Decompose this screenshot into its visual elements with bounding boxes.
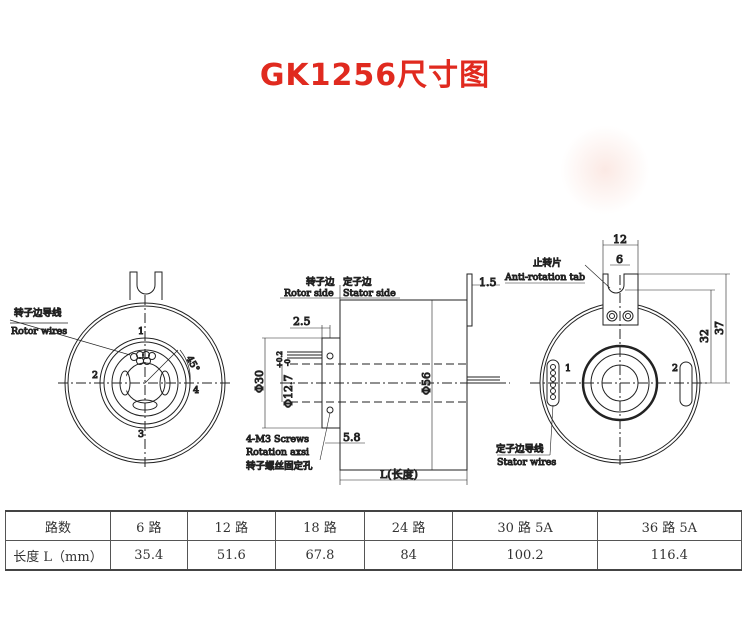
- table-cell: 18 路: [275, 510, 365, 541]
- stator-side-cn-label: 定子边: [343, 276, 372, 288]
- position-label: 1: [138, 326, 144, 337]
- table-cell: 12 路: [186, 510, 277, 541]
- table-cell: 路数: [5, 510, 111, 541]
- dim-6: 6: [616, 253, 623, 266]
- dim-37: 37: [713, 321, 726, 335]
- length-spec-table: 路数 6 路 12 路 18 路 24 路 30 路 5A 36 路 5A 长度…: [5, 510, 743, 571]
- table-cell: 51.6: [186, 540, 277, 571]
- mounting-slot: [679, 361, 693, 407]
- dim-d30: Φ30: [253, 370, 266, 393]
- table-cell: 100.2: [452, 540, 598, 571]
- decorative-glow: [560, 125, 650, 215]
- tolerance-minus: -0: [284, 359, 292, 366]
- rotor-wires-cn-label: 转子边导线: [14, 307, 62, 319]
- dim-d12-7: Φ12.7: [282, 374, 295, 408]
- side-view: 转子边 定子边 Rotor side Stator side 2.5 1.5 Φ…: [246, 273, 510, 485]
- screws-axis-label: Rotation axsi: [246, 447, 309, 458]
- dim-2-5: 2.5: [293, 315, 311, 328]
- table-cell: 36 路 5A: [596, 510, 743, 541]
- dimension-drawing: 转子边导线 Rotor wires 45° 1 2 3 4 转子边: [9, 233, 730, 485]
- table-cell: 84: [363, 540, 454, 571]
- dim-1-5: 1.5: [479, 276, 497, 289]
- rotor-side-en-label: Rotor side: [284, 288, 334, 299]
- rotor-side-wires: [287, 351, 322, 359]
- stator-wires-en-label: Stator wires: [497, 457, 556, 468]
- rotor-side-cn-label: 转子边: [306, 276, 335, 288]
- tab-cn-label: 止转片: [533, 257, 562, 269]
- table-cell: 35.4: [110, 540, 188, 571]
- page-title: GK1256尺寸图: [259, 58, 491, 93]
- table-cell: 67.8: [275, 540, 365, 571]
- anti-rotation-tab-side: [466, 273, 473, 327]
- stator-wires-cn-label: 定子边导线: [496, 443, 544, 455]
- table-cell: 长度 L（mm）: [5, 540, 111, 571]
- table-cell: 116.4: [596, 540, 743, 571]
- dim-length: L(长度): [380, 467, 418, 481]
- table-row: 长度 L（mm） 35.4 51.6 67.8 84 100.2 116.4: [5, 540, 743, 571]
- table-cell: 24 路: [363, 510, 454, 541]
- slot-label-2: 2: [672, 363, 678, 374]
- slot-label-1: 1: [565, 363, 571, 374]
- screws-cn-label: 转子螺丝固定孔: [246, 460, 313, 472]
- stator-wire-bundle: [550, 364, 556, 400]
- housing-body: [339, 299, 468, 471]
- table-cell: 30 路 5A: [452, 510, 598, 541]
- tolerance-plus: +0.2: [276, 351, 284, 368]
- rotor-wires-en-label: Rotor wires: [11, 326, 67, 337]
- stator-side-en-label: Stator side: [343, 288, 396, 299]
- anti-rotation-tab-left: [129, 271, 163, 300]
- position-label: 3: [138, 429, 144, 440]
- rotor-end-view: 转子边导线 Rotor wires 45° 1 2 3 4: [9, 271, 232, 470]
- tab-en-label: Anti-rotation tab: [504, 272, 585, 283]
- dim-12: 12: [613, 233, 627, 246]
- position-label: 4: [193, 385, 199, 396]
- position-label: 2: [92, 370, 98, 381]
- dim-d56: Φ56: [420, 372, 433, 395]
- dim-5-8: 5.8: [343, 431, 361, 444]
- stator-end-view: 止转片 Anti-rotation tab 12 6 32 37 1 2 定子边…: [496, 233, 730, 469]
- stator-side-wires: [467, 376, 500, 384]
- screws-en-label: 4-M3 Screws: [246, 434, 309, 445]
- table-header-row: 路数 6 路 12 路 18 路 24 路 30 路 5A 36 路 5A: [5, 510, 743, 541]
- rotor-wire-bundle: [130, 351, 156, 365]
- dim-32: 32: [698, 329, 711, 343]
- angle-label: 45°: [183, 354, 201, 374]
- table-cell: 6 路: [110, 510, 188, 541]
